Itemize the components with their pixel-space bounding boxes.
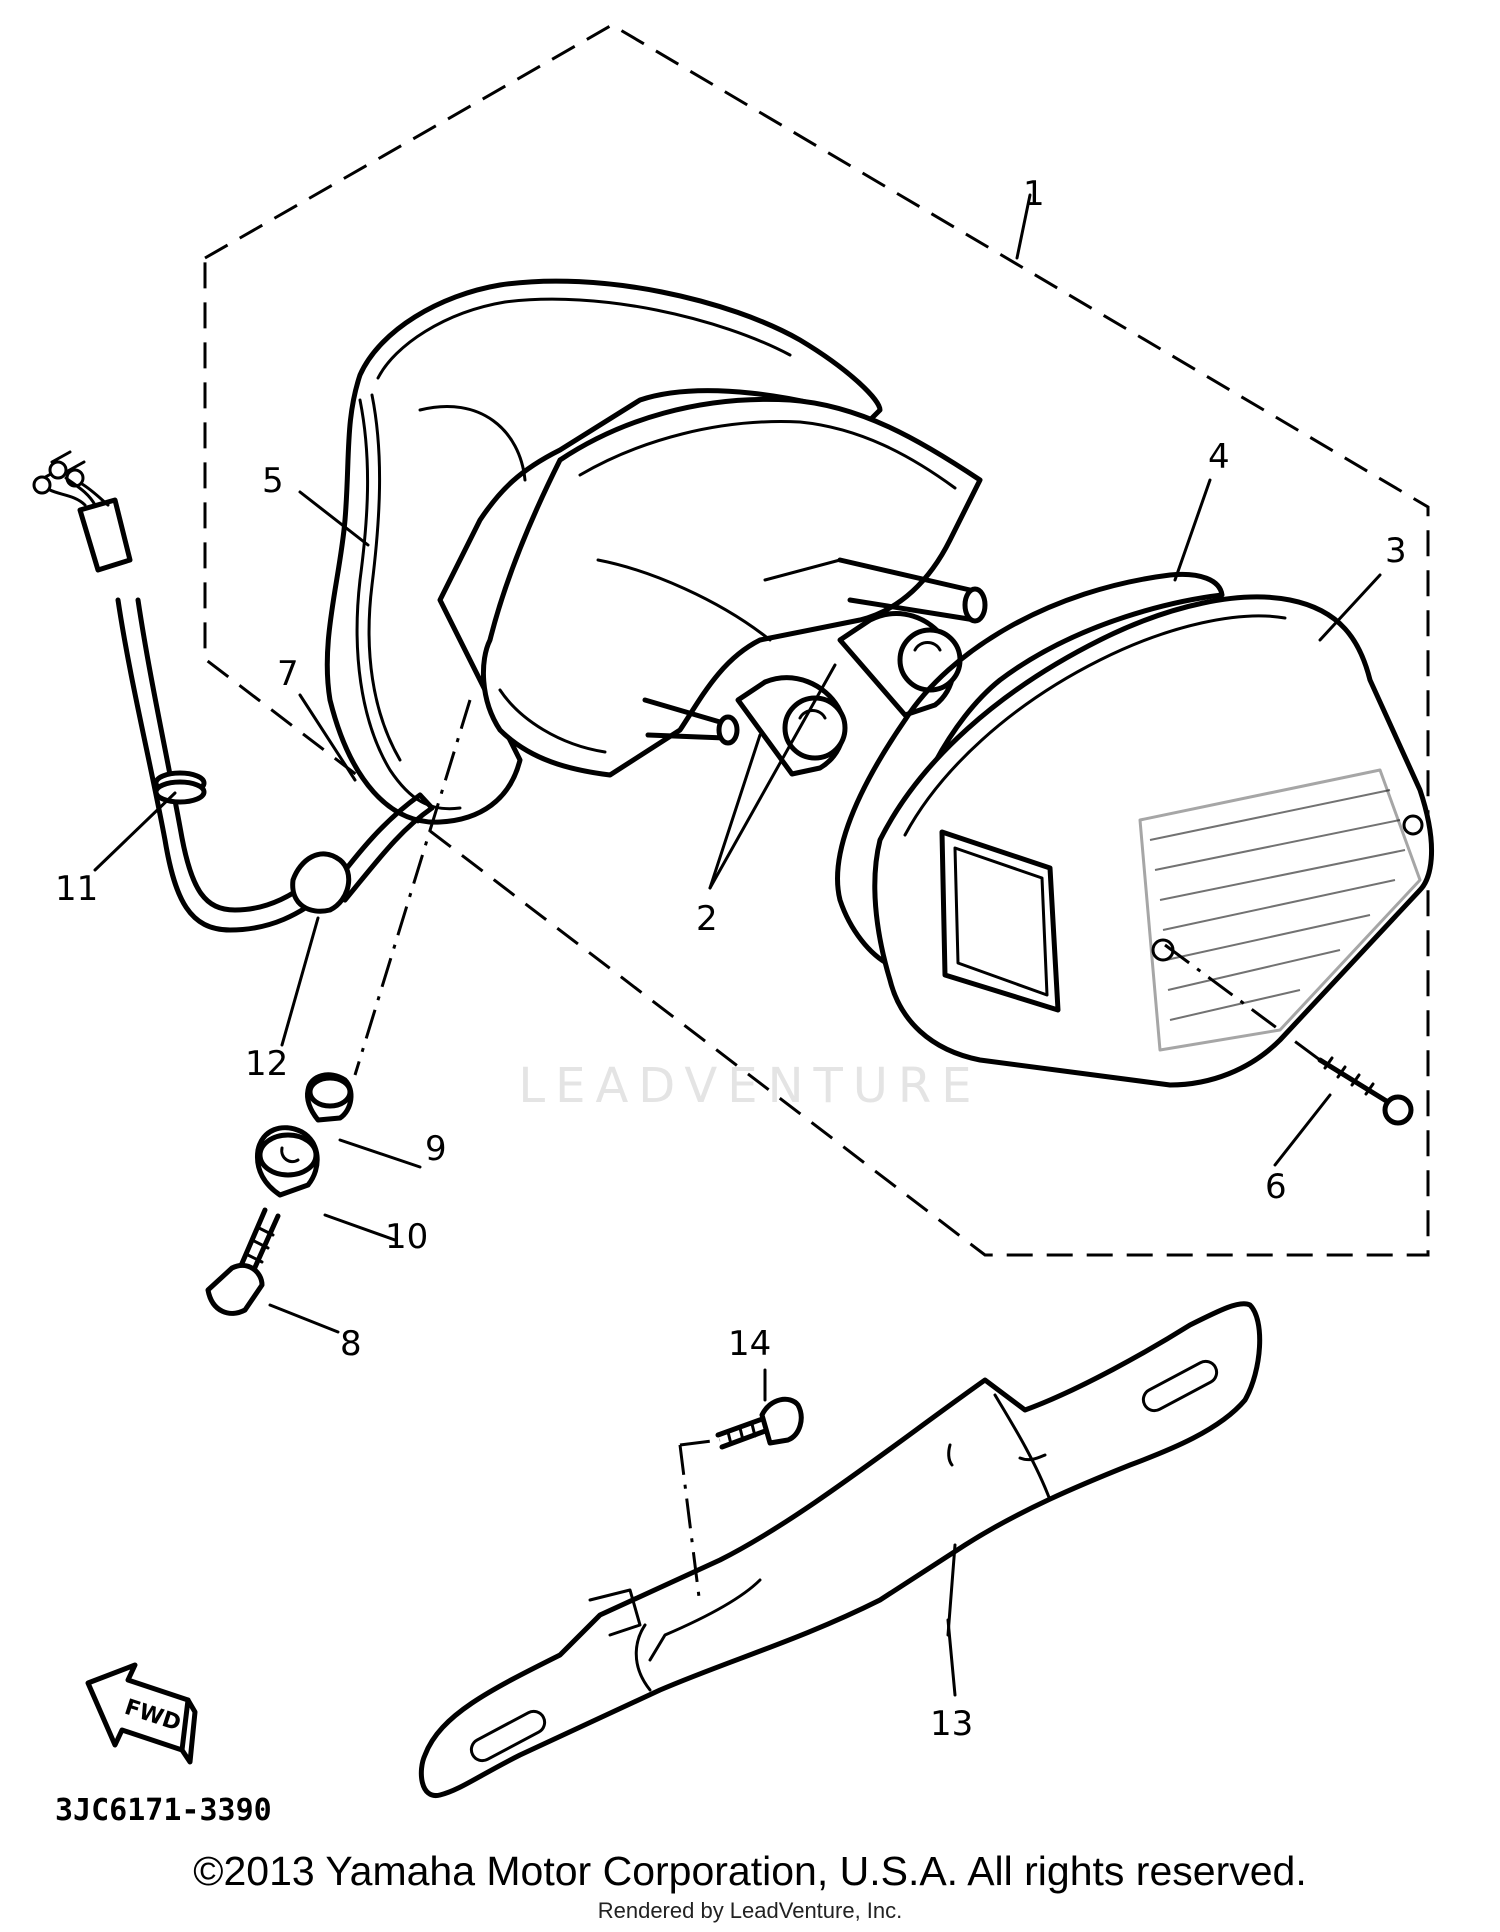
callout-2: 2 [696, 899, 718, 939]
mount-hardware [205, 699, 472, 1316]
copyright-notice: ©2013 Yamaha Motor Corporation, U.S.A. A… [193, 1848, 1307, 1894]
callout-10: 10 [385, 1217, 428, 1257]
callout-11: 11 [55, 869, 98, 909]
callout-14: 14 [728, 1324, 771, 1364]
callout-12: 12 [245, 1044, 288, 1084]
callout-13: 13 [930, 1704, 973, 1744]
callout-6: 6 [1265, 1167, 1287, 1207]
leader-lines [93, 193, 1382, 1697]
callout-9: 9 [425, 1129, 447, 1169]
tail-lens [872, 594, 1434, 1088]
callout-1: 1 [1023, 174, 1045, 214]
lens-screw [1164, 943, 1414, 1126]
diagram-part-number: 3JC6171-3390 [55, 1793, 272, 1828]
callout-4: 4 [1208, 437, 1230, 477]
assembly-boundary [203, 23, 1430, 1257]
rendered-by-notice: Rendered by LeadVenture, Inc. [597, 1898, 903, 1923]
lens-gasket [835, 571, 1225, 968]
callout-labels: 1 2 3 4 5 6 7 8 9 10 11 12 13 14 [55, 174, 1407, 1744]
watermark-text: LEADVENTURE [518, 1058, 982, 1114]
callout-8: 8 [340, 1324, 362, 1364]
callout-5: 5 [262, 461, 284, 501]
forward-arrow-icon: FWD [85, 1662, 198, 1765]
license-bracket [418, 1301, 1263, 1798]
bracket-bolt [678, 1396, 804, 1606]
lamp-housing [324, 278, 988, 825]
callout-7: 7 [277, 654, 299, 694]
callout-3: 3 [1385, 531, 1407, 571]
wire-harness [32, 450, 435, 933]
